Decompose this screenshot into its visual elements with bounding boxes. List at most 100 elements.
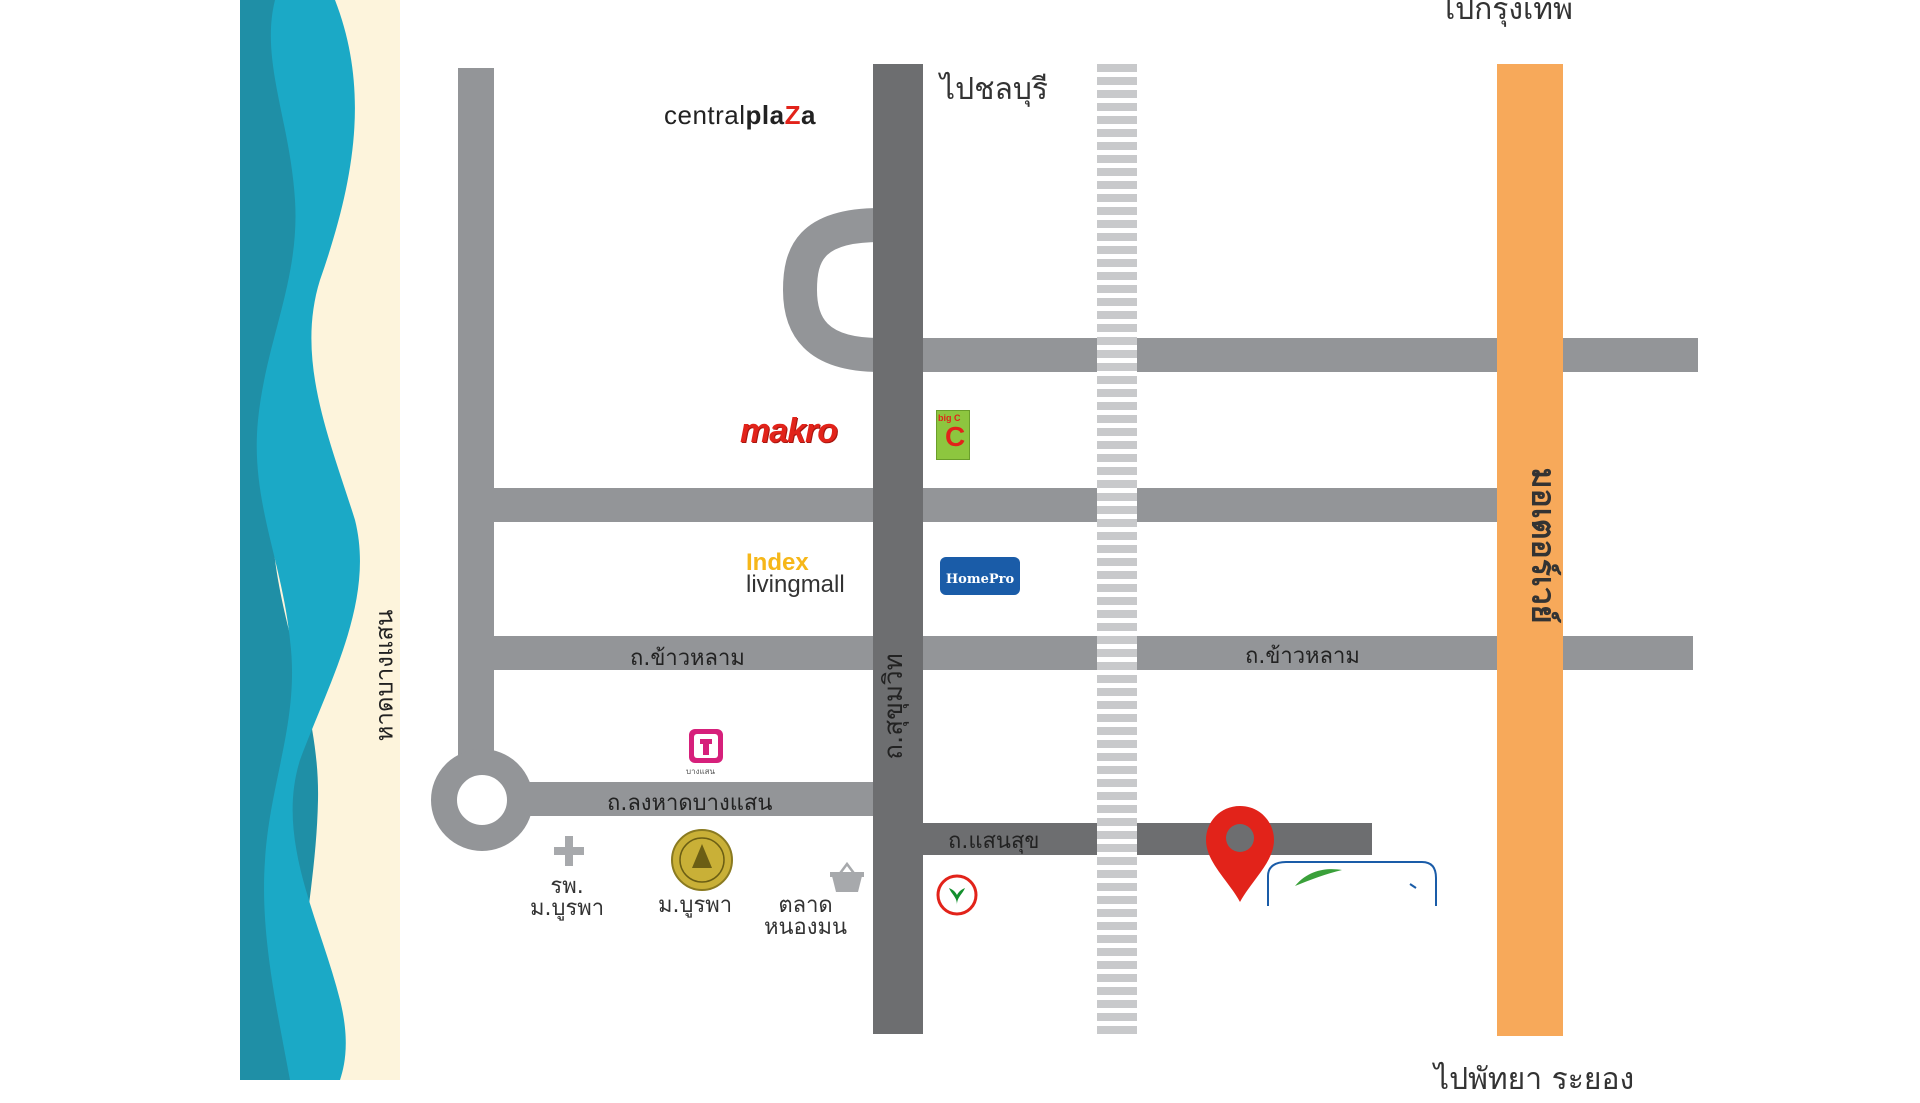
- railway-tie: [1097, 662, 1137, 670]
- index-text: Index: [746, 549, 809, 576]
- railway-tie: [1097, 532, 1137, 540]
- roads-secondary: [431, 68, 1698, 855]
- railway-tie: [1097, 649, 1137, 657]
- central-plaza-z: Z: [784, 100, 802, 130]
- university-label: ม.บูรพา: [658, 893, 733, 918]
- road-label-khao-lam-west: ถ.ข้าวหลาม: [630, 646, 745, 671]
- university-seal-icon: [671, 829, 733, 891]
- railway-tie: [1097, 194, 1137, 202]
- location-pin-icon[interactable]: [1206, 806, 1274, 902]
- railway-tie: [1097, 792, 1137, 800]
- map-graphics: [240, 0, 1698, 1080]
- railway-tie: [1097, 1000, 1137, 1008]
- railway-tie: [1097, 441, 1137, 449]
- roundabout: [431, 749, 533, 851]
- homepro-logo: HomePro: [940, 557, 1020, 595]
- railway-tie: [1097, 480, 1137, 488]
- direction-bangkok: ไปกรุงเทพ: [1440, 0, 1573, 27]
- road-label-khao-lam-east: ถ.ข้าวหลาม: [1245, 644, 1360, 669]
- railway-tie: [1097, 337, 1137, 345]
- railway-tie: [1097, 454, 1137, 462]
- railway-tie: [1097, 506, 1137, 514]
- railway-tie: [1097, 844, 1137, 852]
- railway-tie: [1097, 272, 1137, 280]
- railway-tie: [1097, 909, 1137, 917]
- road-north: [910, 338, 1698, 372]
- central-plaza-logo: centralplaZa: [664, 100, 816, 131]
- railway-tie: [1097, 181, 1137, 189]
- railway-tie: [1097, 493, 1137, 501]
- railway-tie: [1097, 155, 1137, 163]
- road-middle: [493, 488, 1498, 522]
- road-label-motorway: มอเตอร์เวย์: [1524, 467, 1563, 624]
- index-livingmall-logo: Index livingmall: [746, 549, 845, 597]
- makro-logo: makro: [740, 412, 838, 450]
- railway-tie: [1097, 779, 1137, 787]
- railway-tie: [1097, 584, 1137, 592]
- market-label: ตลาด หนองมน: [764, 895, 847, 939]
- market-line1: ตลาด: [778, 893, 833, 918]
- motorway-road: [1497, 64, 1563, 1036]
- railway-tie: [1097, 896, 1137, 904]
- bigc-logo: big C C: [936, 410, 970, 460]
- railway-tie: [1097, 246, 1137, 254]
- location-map: ไปกรุงเทพ ไปชลบุรี ไปพัทยา ระยอง ถ.ข้าวห…: [240, 0, 1698, 1097]
- hospital-cross-icon: [554, 836, 584, 866]
- railway: [1097, 64, 1137, 1036]
- central-plaza-text: central: [664, 100, 746, 130]
- railway-tie: [1097, 740, 1137, 748]
- railway-tie: [1097, 987, 1137, 995]
- project-logo: [1267, 861, 1437, 906]
- central-plaza-end: a: [801, 100, 816, 130]
- railway-tie: [1097, 64, 1137, 72]
- railway-tie: [1097, 77, 1137, 85]
- railway-tie: [1097, 324, 1137, 332]
- sea-light: [256, 0, 360, 1080]
- railway-tie: [1097, 571, 1137, 579]
- railway-tie: [1097, 428, 1137, 436]
- railway-tie: [1097, 961, 1137, 969]
- railway-tie: [1097, 298, 1137, 306]
- railway-tie: [1097, 350, 1137, 358]
- railway-tie: [1097, 948, 1137, 956]
- railway-tie: [1097, 415, 1137, 423]
- road-label-saen-suk: ถ.แสนสุข: [948, 829, 1040, 854]
- railway-tie: [1097, 259, 1137, 267]
- road-khao-lam: [493, 636, 1693, 670]
- railway-tie: [1097, 714, 1137, 722]
- railway-tie: [1097, 142, 1137, 150]
- railway-tie: [1097, 519, 1137, 527]
- railway-tie: [1097, 402, 1137, 410]
- railway-tie: [1097, 870, 1137, 878]
- road-label-sukhumvit: ถ.สุขุมวิท: [878, 653, 909, 760]
- railway-tie: [1097, 623, 1137, 631]
- railway-tie: [1097, 597, 1137, 605]
- railway-tie: [1097, 727, 1137, 735]
- railway-tie: [1097, 1026, 1137, 1034]
- sukhumvit-road: [873, 64, 923, 1034]
- central-plaza-bold: pla: [745, 100, 785, 130]
- label-beach: หาดบางแสน: [370, 609, 399, 742]
- railway-tie: [1097, 103, 1137, 111]
- railway-tie: [1097, 675, 1137, 683]
- railway-tie: [1097, 818, 1137, 826]
- railway-tie: [1097, 311, 1137, 319]
- railway-tie: [1097, 545, 1137, 553]
- railway-tie: [1097, 90, 1137, 98]
- railway-tie: [1097, 610, 1137, 618]
- railway-tie: [1097, 883, 1137, 891]
- railway-tie: [1097, 220, 1137, 228]
- railway-tie: [1097, 363, 1137, 371]
- railway-tie: [1097, 467, 1137, 475]
- railway-tie: [1097, 558, 1137, 566]
- road-saen-suk: [910, 823, 1372, 855]
- railway-tie: [1097, 922, 1137, 930]
- road-label-long-hat-bang-saen: ถ.ลงหาดบางแสน: [607, 791, 773, 816]
- railway-tie: [1097, 766, 1137, 774]
- railway-tie: [1097, 376, 1137, 384]
- lotus-store-icon: [689, 729, 723, 763]
- railway-tie: [1097, 207, 1137, 215]
- interchange-loop: [782, 208, 881, 372]
- hospital-line2: ม.บูรพา: [530, 896, 605, 921]
- railway-tie: [1097, 168, 1137, 176]
